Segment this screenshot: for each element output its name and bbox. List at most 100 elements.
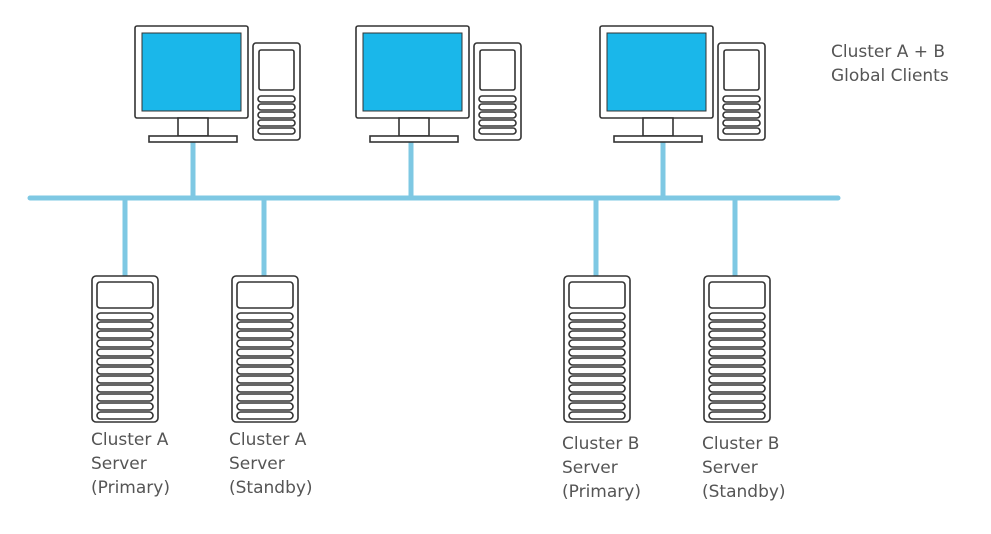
server-label-cluster-a-primary: Cluster A Server (Primary)	[91, 428, 170, 500]
desktop-computer-icon	[599, 25, 766, 143]
desktop-computer-icon	[134, 25, 301, 143]
tower-drive-slot	[722, 119, 761, 127]
server-panel	[96, 281, 154, 309]
server-drive-slot	[708, 312, 766, 321]
server-drive-slot	[236, 411, 294, 420]
monitor-base	[148, 135, 238, 143]
server-label-cluster-b-primary: Cluster B Server (Primary)	[562, 432, 641, 504]
server-label-line3: (Standby)	[702, 482, 786, 502]
server-label-line2: Server	[562, 458, 618, 478]
monitor-base	[369, 135, 459, 143]
monitor-neck	[642, 117, 674, 137]
server-drive-slot	[96, 321, 154, 330]
desktop-computer-icon	[355, 25, 522, 143]
clients-label-line1: Cluster A + B	[831, 42, 946, 62]
monitor-base	[613, 135, 703, 143]
server-drive-slot	[568, 321, 626, 330]
server-drive-slot	[708, 411, 766, 420]
server-drive-slot	[708, 330, 766, 339]
tower-drive-slot	[478, 111, 517, 119]
server-drive-slot	[568, 312, 626, 321]
server-label-cluster-b-standby: Cluster B Server (Standby)	[702, 432, 786, 504]
server-drive-slot	[96, 357, 154, 366]
clients-group	[134, 25, 766, 143]
server-drive-slot	[236, 348, 294, 357]
server-panel	[568, 281, 626, 309]
server-drive-slot	[96, 402, 154, 411]
server-drive-slot	[236, 330, 294, 339]
server-drive-slot	[96, 384, 154, 393]
server-label-line2: Server	[229, 454, 285, 474]
server-drive-slot	[236, 402, 294, 411]
server-drive-slot	[236, 357, 294, 366]
tower-drive-slot	[722, 127, 761, 135]
server-tower-icon	[231, 275, 299, 423]
server-drive-slot	[236, 339, 294, 348]
server-drive-slot	[708, 375, 766, 384]
monitor-screen	[141, 32, 242, 112]
server-drive-slot	[96, 330, 154, 339]
servers-group	[91, 275, 771, 423]
tower-drive-slot	[257, 103, 296, 111]
server-drive-slot	[236, 312, 294, 321]
server-tower-icon	[703, 275, 771, 423]
server-drive-slot	[568, 330, 626, 339]
server-drive-slot	[96, 366, 154, 375]
network-lines	[27, 139, 841, 279]
server-drive-slot	[568, 339, 626, 348]
server-drive-slot	[96, 393, 154, 402]
tower-panel	[723, 49, 760, 91]
server-drive-slot	[236, 366, 294, 375]
server-label-line2: Server	[91, 454, 147, 474]
server-drive-slot	[568, 375, 626, 384]
server-drive-slot	[236, 393, 294, 402]
server-drive-slot	[96, 411, 154, 420]
tower-drive-slot	[478, 103, 517, 111]
server-tower-icon	[563, 275, 631, 423]
server-drive-slot	[236, 375, 294, 384]
server-label-line1: Cluster A	[229, 430, 307, 450]
server-drive-slot	[236, 321, 294, 330]
server-drive-slot	[568, 357, 626, 366]
tower-drive-slot	[257, 127, 296, 135]
clients-label: Cluster A + B Global Clients	[831, 40, 949, 88]
server-label-line2: Server	[702, 458, 758, 478]
server-label-line3: (Standby)	[229, 478, 313, 498]
server-drive-slot	[236, 384, 294, 393]
server-drive-slot	[96, 348, 154, 357]
server-drive-slot	[96, 375, 154, 384]
server-drive-slot	[708, 384, 766, 393]
server-drive-slot	[568, 393, 626, 402]
server-drive-slot	[568, 411, 626, 420]
server-label-line3: (Primary)	[562, 482, 641, 502]
tower-drive-slot	[722, 111, 761, 119]
server-drive-slot	[708, 402, 766, 411]
tower-panel	[258, 49, 295, 91]
clients-label-line2: Global Clients	[831, 66, 949, 86]
monitor-neck	[177, 117, 209, 137]
tower-drive-slot	[722, 103, 761, 111]
monitor-screen	[362, 32, 463, 112]
server-drive-slot	[568, 366, 626, 375]
server-drive-slot	[708, 339, 766, 348]
tower-drive-slot	[478, 95, 517, 103]
server-drive-slot	[568, 402, 626, 411]
server-label-line3: (Primary)	[91, 478, 170, 498]
server-panel	[708, 281, 766, 309]
tower-drive-slot	[478, 119, 517, 127]
server-drive-slot	[708, 393, 766, 402]
tower-drive-slot	[257, 111, 296, 119]
server-drive-slot	[708, 357, 766, 366]
monitor-screen	[606, 32, 707, 112]
server-label-cluster-a-standby: Cluster A Server (Standby)	[229, 428, 313, 500]
server-drive-slot	[708, 366, 766, 375]
tower-drive-slot	[478, 127, 517, 135]
server-label-line1: Cluster A	[91, 430, 169, 450]
server-label-line1: Cluster B	[562, 434, 640, 454]
tower-drive-slot	[722, 95, 761, 103]
server-label-line1: Cluster B	[702, 434, 780, 454]
server-drive-slot	[96, 312, 154, 321]
server-drive-slot	[708, 321, 766, 330]
